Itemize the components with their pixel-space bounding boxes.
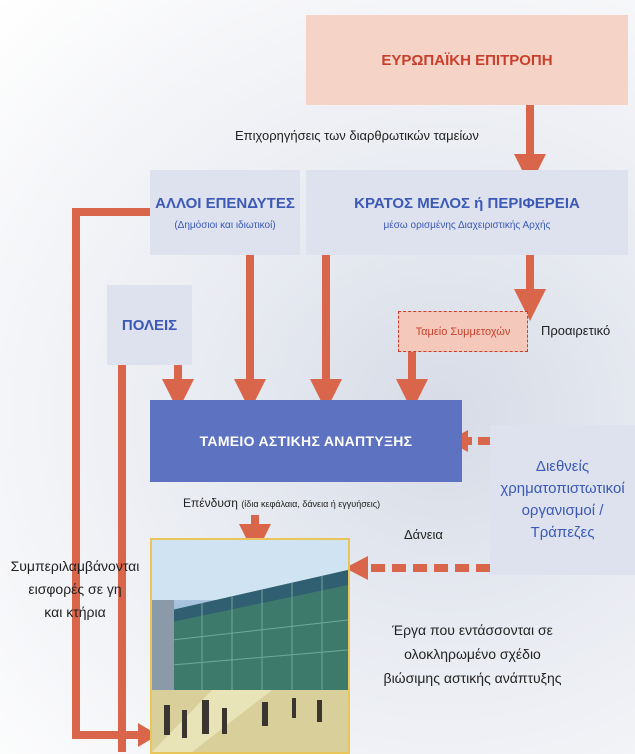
building-photo <box>150 538 350 754</box>
arrowhead-loans-to-projects <box>345 556 368 580</box>
member-state-title: ΚΡΑΤΟΣ ΜΕΛΟΣ ή ΠΕΡΙΦΕΡΕΙΑ <box>354 194 580 212</box>
investment-detail: (ίδια κεφάλαια, δάνεια ή εγγυήσεις) <box>241 499 381 509</box>
urban-development-fund-label: ΤΑΜΕΙΟ ΑΣΤΙΚΗΣ ΑΝΑΠΤΥΞΗΣ <box>199 433 413 449</box>
european-commission-label: ΕΥΡΩΠΑΪΚΗ ΕΠΙΤΡΟΠΗ <box>381 51 553 69</box>
projects-text: Έργα που εντάσσονται σε ολοκληρωμένο σχέ… <box>365 618 580 690</box>
member-state-subtitle: μέσω ορισμένης Διαχειριστικής Αρχής <box>383 219 551 231</box>
cities-box: ΠΟΛΕΙΣ <box>107 285 192 365</box>
urban-development-fund-box: ΤΑΜΕΙΟ ΑΣΤΙΚΗΣ ΑΝΑΠΤΥΞΗΣ <box>150 400 462 482</box>
optional-label: Προαιρετικό <box>541 323 611 338</box>
contributions-line-1: Συμπεριλαμβάνονται <box>10 558 140 574</box>
projects-line-2: ολοκληρωμένο σχέδιο <box>404 646 541 662</box>
intl-line-1: Διεθνείς <box>535 458 590 475</box>
subsidies-label: Επιχορηγήσεις των διαρθρωτικών ταμείων <box>235 128 479 143</box>
intl-line-3: οργανισμοί / <box>521 502 604 519</box>
investment-label: Επένδυση (ίδια κεφάλαια, δάνεια ή εγγυήσ… <box>183 496 380 510</box>
contributions-line-3: και κτήρια <box>44 604 106 620</box>
arrow-investors-outer <box>72 208 150 739</box>
european-commission-box: ΕΥΡΩΠΑΪΚΗ ΕΠΙΤΡΟΠΗ <box>306 15 628 105</box>
investment-title: Επένδυση <box>183 496 238 510</box>
loans-label: Δάνεια <box>404 527 443 542</box>
projects-line-3: βιώσιμης αστικής ανάπτυξης <box>383 670 562 686</box>
member-state-box: ΚΡΑΤΟΣ ΜΕΛΟΣ ή ΠΕΡΙΦΕΡΕΙΑ μέσω ορισμένης… <box>306 170 628 255</box>
other-investors-title: ΑΛΛΟΙ ΕΠΕΝΔΥΤΕΣ <box>155 194 295 212</box>
intl-line-4: Τράπεζες <box>530 524 595 541</box>
participation-fund-box: Ταμείο Συμμετοχών <box>398 311 528 352</box>
intl-institutions-box: Διεθνείς χρηματοπιστωτικοί οργανισμοί / … <box>490 425 635 575</box>
contributions-line-2: εισφορές σε γη <box>28 581 122 597</box>
cities-label: ΠΟΛΕΙΣ <box>121 316 178 334</box>
contributions-text: Συμπεριλαμβάνονται εισφορές σε γη και κτ… <box>0 555 150 624</box>
projects-line-1: Έργα που εντάσσονται σε <box>392 622 553 638</box>
building-illustration <box>152 540 348 752</box>
intl-line-2: χρηματοπιστωτικοί <box>500 480 625 497</box>
participation-fund-label: Ταμείο Συμμετοχών <box>415 325 511 338</box>
other-investors-subtitle: (Δημόσιοι και ιδιωτικοί) <box>174 219 276 231</box>
other-investors-box: ΑΛΛΟΙ ΕΠΕΝΔΥΤΕΣ (Δημόσιοι και ιδιωτικοί) <box>150 170 300 255</box>
